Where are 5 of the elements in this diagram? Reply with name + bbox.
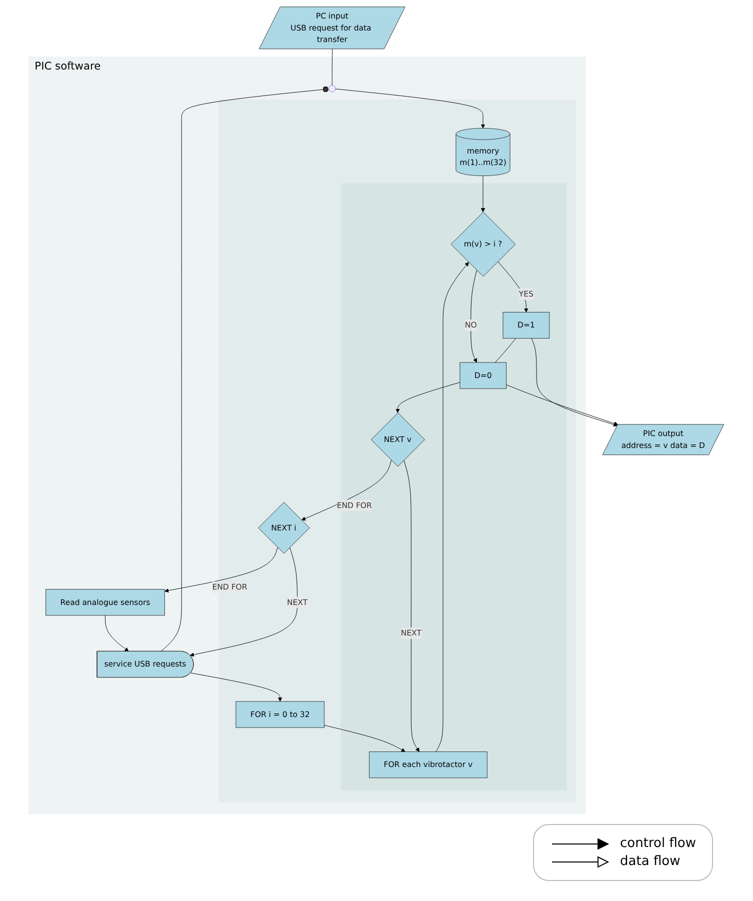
node-switch <box>328 84 336 92</box>
legend-label: control flow <box>620 836 696 851</box>
connector <box>494 338 516 362</box>
legend-label: data flow <box>620 854 680 869</box>
connector <box>332 48 333 85</box>
